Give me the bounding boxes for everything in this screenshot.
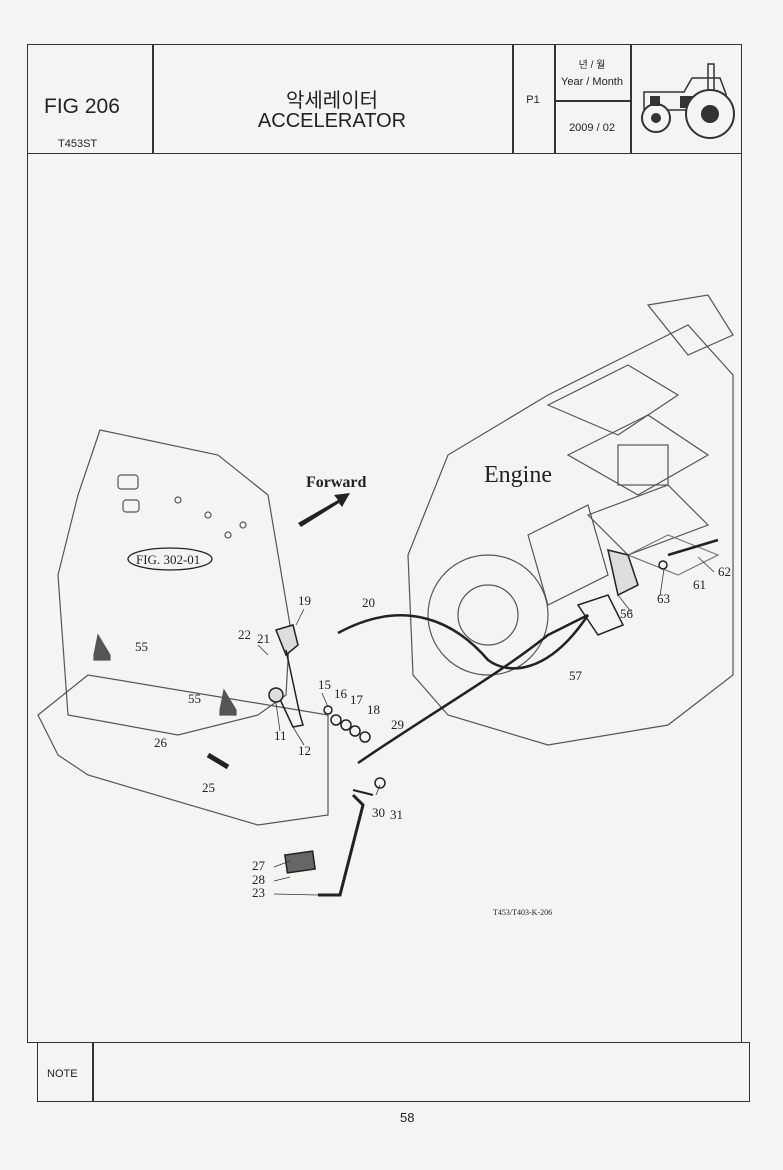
ref-figure-label: FIG. 302-01 (136, 552, 200, 567)
tractor-logo (641, 63, 735, 139)
callout-26: 26 (154, 735, 168, 750)
callout-22: 22 (238, 627, 251, 642)
callout-55b: 55 (188, 691, 201, 706)
callout-29: 29 (391, 717, 404, 732)
callout-11: 11 (274, 728, 287, 743)
ref-figure-oval (127, 547, 213, 571)
callout-61: 61 (693, 577, 706, 592)
callout-15: 15 (318, 677, 331, 692)
title-english: ACCELERATOR (257, 110, 407, 132)
date-label-english: Year / Month (561, 76, 623, 88)
title-korean: 악세레이터 (286, 90, 378, 112)
note-box (37, 1042, 750, 1102)
callout-18: 18 (367, 702, 380, 717)
date-label-korean: 년 / 월 (578, 60, 606, 71)
fig-number: FIG 206 (44, 95, 120, 118)
callout-27: 27 (252, 858, 266, 873)
callout-31: 31 (390, 807, 403, 822)
accelerator-diagram: Forward Engine FIG. 302-01 19 20 22 21 5… (37, 294, 734, 917)
callout-21: 21 (257, 631, 270, 646)
lower-cable (357, 613, 589, 765)
page-number: 58 (400, 1110, 415, 1125)
floor-panel-illustration (37, 429, 329, 826)
callout-16: 16 (334, 686, 348, 701)
callout-30: 30 (372, 805, 385, 820)
model-code: T453ST (58, 138, 98, 150)
header-frame (27, 44, 742, 154)
header-divider (554, 100, 631, 102)
callout-28: 28 (252, 872, 265, 887)
forward-arrow (298, 493, 350, 527)
callout-19: 19 (298, 593, 311, 608)
callout-57: 57 (569, 668, 583, 683)
pedal-assembly (206, 624, 386, 897)
header-divider (554, 44, 556, 154)
callout-62: 62 (718, 564, 731, 579)
callout-17: 17 (350, 692, 364, 707)
callout-25: 25 (202, 780, 215, 795)
callout-20: 20 (362, 595, 375, 610)
header-divider (630, 44, 632, 154)
note-divider (92, 1042, 94, 1102)
date-value: 2009 / 02 (569, 122, 615, 134)
note-label: NOTE (47, 1068, 78, 1080)
callout-63: 63 (657, 591, 670, 606)
header-divider (152, 44, 154, 154)
callout-55: 55 (135, 639, 148, 654)
throttle-cable (337, 614, 590, 670)
forward-label: Forward (306, 474, 367, 491)
header-divider (512, 44, 514, 154)
callout-23: 23 (252, 885, 265, 900)
drawing-code: T453/T403-K-206 (493, 908, 552, 917)
callout-12: 12 (298, 743, 311, 758)
engine-linkage (576, 538, 719, 636)
engine-label: Engine (484, 462, 552, 488)
page-code: P1 (526, 94, 540, 106)
callout-56: 56 (620, 606, 634, 621)
